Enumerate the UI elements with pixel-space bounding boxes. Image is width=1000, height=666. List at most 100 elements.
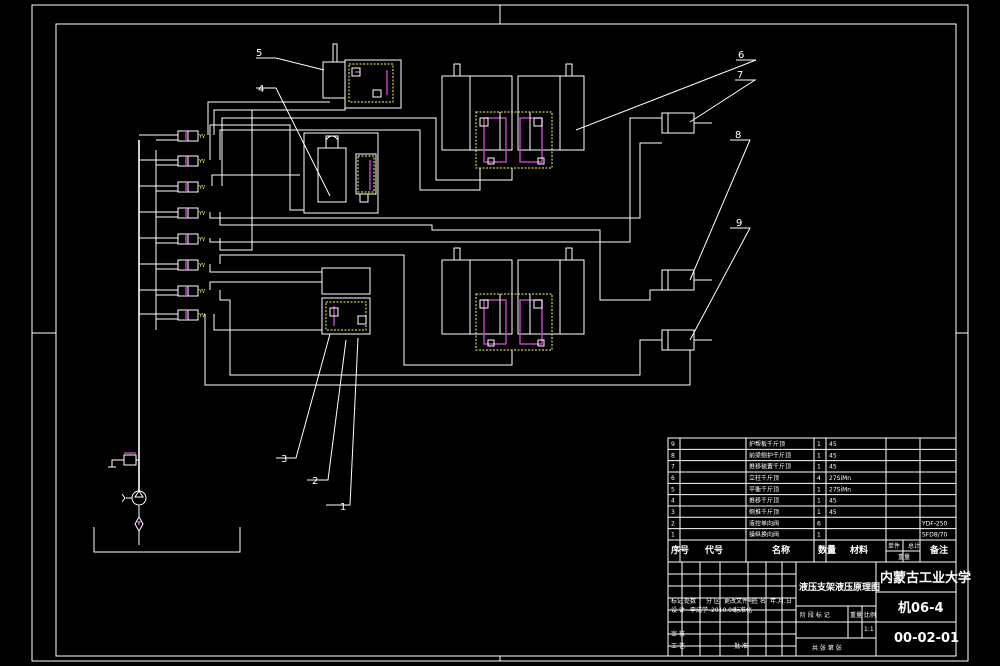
- part-material: 45: [829, 464, 837, 471]
- valve-tag: YV: [199, 263, 205, 269]
- leader-lines: [256, 57, 757, 506]
- drawing-frame: [31, 4, 969, 662]
- part-no: 8: [671, 452, 675, 459]
- title-block: 9 护帮板千斤顶 1 45 8 前梁侧护千斤顶 1 45 7 推移装置千斤顶 1 45 6 立柱千斤顶 4 2…: [667, 437, 971, 657]
- lbl-review: 审 核: [671, 630, 685, 638]
- hdr-qty: 数量: [818, 544, 836, 556]
- part-qty: 6: [817, 520, 821, 527]
- callout-9: 9: [736, 218, 742, 229]
- prop-group-upper: [441, 63, 585, 169]
- parts-row: 8 前梁侧护千斤顶 1 45: [668, 451, 956, 462]
- part-name: 推移装置千斤顶: [749, 463, 791, 471]
- class-code: 机06-4: [898, 600, 944, 616]
- callout-3: 3: [281, 454, 287, 465]
- callout-8: 8: [735, 130, 741, 141]
- part-qty: 1: [817, 464, 821, 471]
- part-material: 45: [829, 441, 837, 448]
- lbl-ratio: 比例: [864, 611, 876, 619]
- designer-name: 李成学: [690, 606, 708, 614]
- valve-tag: YV: [199, 313, 205, 319]
- hdr-total: 总计: [908, 542, 920, 550]
- hdr-weight: 重量: [898, 553, 910, 561]
- valve-tag: YV: [199, 237, 205, 243]
- valve-section: YV: [139, 233, 205, 245]
- jack-9: [661, 329, 712, 351]
- prop-group-lower: [441, 247, 585, 351]
- part-name: 立柱千斤顶: [749, 474, 779, 482]
- lbl-standardization: 标准化: [734, 606, 752, 614]
- hdr-name: 名称: [772, 544, 790, 556]
- hdr-material: 材料: [849, 544, 868, 556]
- part-qty: 1: [817, 441, 821, 448]
- part-material: 45: [829, 498, 837, 505]
- ratio-value: 1:1: [864, 626, 874, 633]
- lbl-date: 年.月.日: [770, 597, 792, 605]
- drawing-number: 00-02-01: [894, 631, 959, 646]
- jack-7: [661, 112, 712, 134]
- part-qty: 1: [817, 452, 821, 459]
- part-no: 6: [671, 475, 675, 482]
- part-note: SFD8/70: [922, 532, 948, 539]
- part-name: 操纵换向阀: [749, 531, 779, 539]
- valve-tag: YV: [199, 211, 205, 217]
- callout-4: 4: [258, 84, 264, 95]
- drawing-title: 液压支架液压原理图: [799, 581, 880, 593]
- lbl-design: 设 计: [671, 606, 685, 614]
- valve-section: YV: [139, 309, 205, 321]
- hdr-note: 备注: [929, 544, 948, 556]
- parts-header: 序号 代号 名称 数量 材料 单件 总计 重量 备注: [671, 542, 948, 561]
- valve-section: YV: [139, 155, 205, 167]
- part-no: 3: [671, 509, 675, 516]
- callout-5: 5: [256, 48, 262, 59]
- part-qty: 1: [817, 532, 821, 539]
- valve-bank: YV YV YV YV YV YV YV YV: [139, 130, 205, 321]
- part-material: 27SiMn: [829, 475, 851, 482]
- valve-tag: YV: [199, 159, 205, 165]
- callout-1: 1: [340, 502, 346, 513]
- parts-row: 9 护帮板千斤顶 1 45: [668, 440, 956, 450]
- part-no: 2: [671, 520, 675, 527]
- valve-section: YV: [139, 130, 205, 142]
- hydraulic-lines: [204, 98, 691, 386]
- part-name: 护帮板千斤顶: [749, 440, 785, 448]
- part-name: 液控单向阀: [749, 519, 779, 527]
- hdr-code: 代号: [704, 544, 723, 556]
- revision-grid: [668, 562, 796, 656]
- lbl-weight: 重量: [850, 611, 862, 619]
- callout-7: 7: [737, 70, 743, 81]
- part-no: 9: [671, 441, 675, 448]
- lbl-change-doc: 更改文件号: [724, 597, 754, 605]
- component-5-balance-jack: [322, 43, 402, 109]
- part-qty: 1: [817, 498, 821, 505]
- hdr-unit: 单件: [888, 542, 900, 550]
- valve-tag: YV: [199, 134, 205, 140]
- school-name: 内蒙古工业大学: [880, 570, 971, 586]
- component-side-jack: [321, 267, 371, 335]
- lbl-approve: 批 准: [734, 642, 748, 650]
- part-note: YDF-250: [921, 520, 948, 527]
- part-qty: 1: [817, 486, 821, 493]
- lbl-process: 工 艺: [671, 642, 685, 650]
- lbl-sheets: 共 张 第 张: [812, 644, 842, 652]
- parts-table: 9 护帮板千斤顶 1 45 8 前梁侧护千斤顶 1 45 7 推移装置千斤顶 1 45 6 立柱千斤顶 4 2…: [668, 440, 956, 541]
- lbl-sign: 签 名: [752, 597, 766, 605]
- valve-tag: YV: [199, 289, 205, 295]
- valve-section: YV: [139, 181, 205, 193]
- part-no: 4: [671, 498, 675, 505]
- part-name: 前梁侧护千斤顶: [749, 451, 791, 459]
- part-material: 45: [829, 452, 837, 459]
- valve-section: YV: [139, 207, 205, 219]
- parts-row: 2 液控单向阀 6 YDF-250: [668, 519, 956, 530]
- pump-station: [93, 140, 241, 553]
- component-4-push-jack: [303, 132, 379, 214]
- valve-section: YV: [139, 285, 205, 297]
- part-qty: 1: [817, 509, 821, 516]
- part-no: 7: [671, 464, 675, 471]
- design-date: 2010.06: [711, 607, 736, 614]
